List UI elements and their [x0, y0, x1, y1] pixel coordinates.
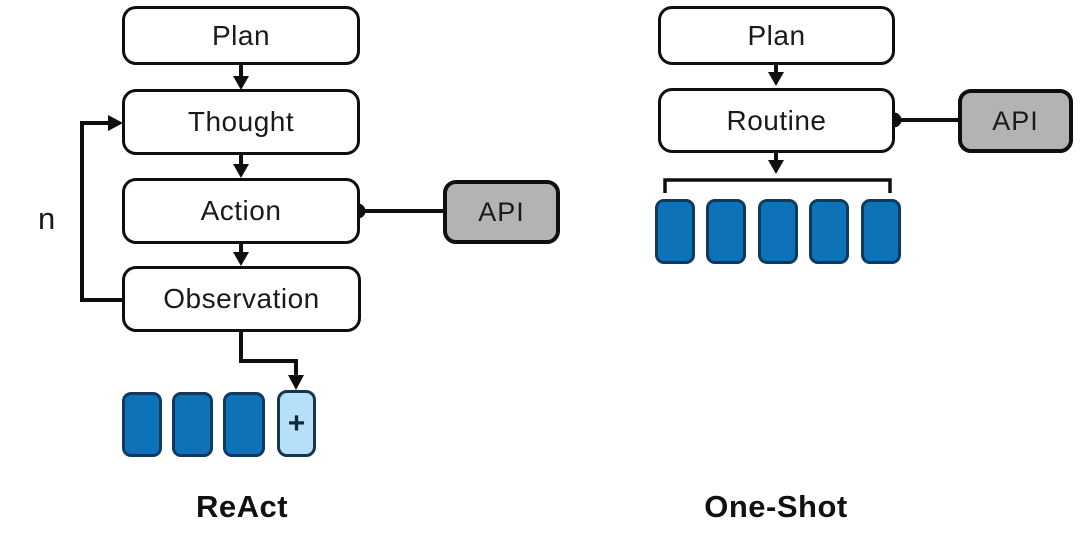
step-chip [861, 199, 901, 264]
react-caption: ReAct [195, 489, 289, 524]
arrow-action-to-observation [233, 244, 249, 266]
memory-chip [223, 392, 265, 457]
arrow-observation-to-new-chip [239, 331, 304, 390]
connector-routine-to-api [886, 112, 958, 128]
plan-label-right: Plan [747, 19, 806, 51]
new-memory-chip: + [277, 390, 316, 457]
arrow-plan-to-routine [768, 64, 784, 86]
plan-label-left: Plan [211, 19, 271, 51]
action-box: Action [122, 178, 360, 244]
step-chip [655, 199, 695, 264]
api-box-left: API [443, 180, 560, 244]
steps-bracket [663, 178, 892, 193]
loop-count-label: n [38, 201, 56, 236]
plus-icon: + [287, 406, 306, 440]
api-label-right: API [992, 105, 1039, 136]
api-label-left: API [478, 196, 525, 227]
plan-box-right: Plan [658, 6, 895, 65]
one-shot-caption: One-Shot [704, 489, 848, 524]
action-label: Action [200, 195, 282, 226]
arrow-plan-to-thought [233, 64, 249, 90]
routine-label: Routine [726, 104, 827, 136]
plan-box-left: Plan [122, 6, 360, 65]
arrow-thought-to-action [233, 154, 249, 178]
observation-box: Observation [122, 266, 361, 332]
thought-label: Thought [187, 106, 295, 137]
thought-box: Thought [122, 89, 360, 155]
step-chip [809, 199, 849, 264]
api-box-right: API [958, 89, 1073, 153]
step-chip [706, 199, 746, 264]
arrow-routine-to-steps [768, 153, 784, 174]
memory-chip [172, 392, 213, 457]
step-chip [758, 199, 798, 264]
routine-box: Routine [658, 88, 895, 153]
connector-action-to-api [350, 203, 443, 219]
observation-label: Observation [163, 283, 320, 314]
memory-chip [122, 392, 162, 457]
loop-arrow-observation-to-thought [80, 115, 123, 302]
